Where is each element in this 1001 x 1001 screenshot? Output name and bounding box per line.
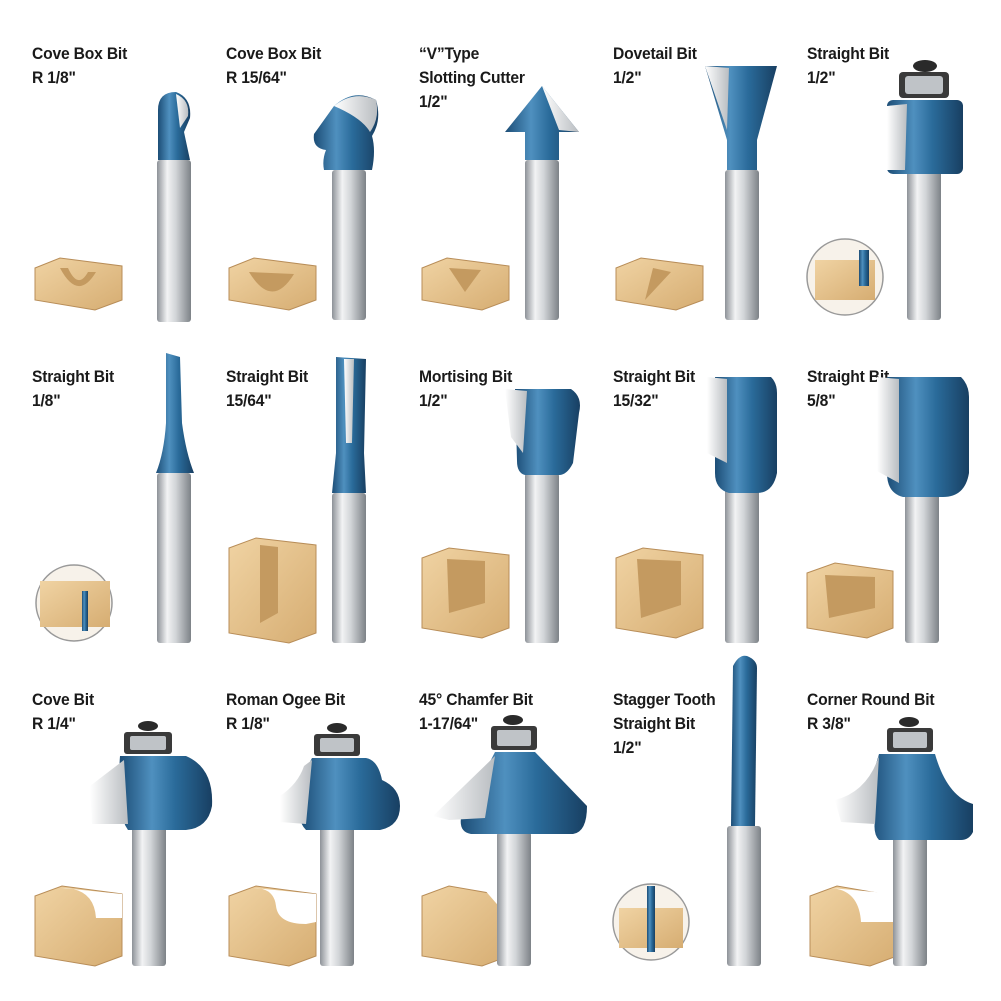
product-title: Cove Box Bit	[226, 44, 322, 63]
product-title: Corner Round Bit	[807, 690, 935, 709]
product-title: Dovetail Bit	[613, 44, 697, 63]
product-title: Mortising Bit	[419, 367, 513, 386]
product-title: Straight Bit	[807, 44, 890, 63]
router-bit-image	[228, 723, 400, 967]
router-bit-image	[421, 715, 587, 967]
router-bit-image	[421, 389, 580, 643]
wood-sample-icon	[228, 537, 317, 644]
router-bit-image	[806, 60, 963, 320]
product-title: 45° Chamfer Bit	[419, 690, 533, 709]
router-bit-image	[34, 721, 213, 967]
product-label: Straight Bit 1/2"	[807, 42, 889, 90]
product-title: Straight Bit	[226, 367, 309, 386]
product-roman-ogee-bit: Roman Ogee Bit R 1/8"	[194, 656, 400, 978]
router-bit-image	[615, 66, 777, 320]
product-45-chamfer-bit: 45° Chamfer Bit 1-17/64"	[387, 656, 587, 978]
product-label: 45° Chamfer Bit 1-17/64"	[419, 688, 533, 736]
product-label: Dovetail Bit 1/2"	[613, 42, 697, 90]
product-size: 1/2"	[419, 92, 448, 111]
router-bit-image	[228, 357, 366, 644]
product-title: Cove Bit	[32, 690, 94, 709]
router-bit-image	[615, 377, 777, 643]
product-v-type-slotting-cutter: “V”Type Slotting Cutter 1/2"	[387, 10, 580, 332]
product-title-line2: Slotting Cutter	[419, 68, 525, 87]
product-size: 1/2"	[807, 68, 836, 87]
wood-sample-icon	[421, 885, 510, 967]
product-label: Cove Bit R 1/4"	[32, 688, 94, 736]
product-size: 1-17/64"	[419, 714, 478, 733]
router-bit-image	[809, 717, 973, 967]
product-label: Stagger Tooth Straight Bit 1/2"	[613, 688, 716, 760]
product-title: Cove Box Bit	[32, 44, 128, 63]
product-label: Straight Bit 5/8"	[807, 365, 889, 413]
product-cove-box-bit-r1564: Cove Box Bit R 15/64"	[194, 10, 387, 332]
product-straight-bit-1532: Straight Bit 15/32"	[581, 333, 777, 655]
product-size: R 1/4"	[32, 714, 76, 733]
product-size: 5/8"	[807, 391, 836, 410]
wood-sample-icon	[228, 885, 317, 967]
product-stagger-tooth-straight-bit: Stagger Tooth Straight Bit 1/2"	[581, 655, 774, 978]
product-size: R 1/8"	[226, 714, 270, 733]
wood-sample-icon	[34, 885, 123, 967]
product-title: Roman Ogee Bit	[226, 690, 346, 709]
product-label: Straight Bit 15/64"	[226, 365, 308, 413]
product-cove-box-bit-r18: Cove Box Bit R 1/8"	[0, 10, 193, 332]
product-straight-bit-18: Straight Bit 1/8"	[0, 333, 194, 655]
router-bit-image	[612, 655, 761, 966]
router-bit-image	[421, 86, 579, 320]
wood-sample-icon	[228, 257, 317, 311]
product-size: R 1/8"	[32, 68, 76, 87]
product-label: “V”Type Slotting Cutter 1/2"	[419, 42, 525, 114]
product-size: 1/8"	[32, 391, 61, 410]
wood-sample-icon	[421, 257, 510, 311]
wood-sample-icon	[615, 547, 704, 639]
wood-sample-icon	[34, 257, 123, 311]
bit-detail-inset-icon	[806, 238, 884, 316]
product-straight-bit-1564: Straight Bit 15/64"	[194, 333, 387, 655]
product-title: Stagger Tooth	[613, 690, 716, 709]
product-label: Straight Bit 15/32"	[613, 365, 695, 413]
product-corner-round-bit: Corner Round Bit R 3/8"	[775, 656, 973, 978]
product-label: Roman Ogee Bit R 1/8"	[226, 688, 345, 736]
product-mortising-bit: Mortising Bit 1/2"	[387, 333, 580, 655]
product-label: Straight Bit 1/8"	[32, 365, 114, 413]
product-straight-bit-12-bearing: Straight Bit 1/2"	[775, 10, 968, 332]
router-bit-image	[35, 353, 194, 643]
router-bit-image	[806, 377, 969, 643]
bit-detail-inset-icon	[612, 883, 690, 961]
product-size: R 15/64"	[226, 68, 287, 87]
product-cove-bit: Cove Bit R 1/4"	[0, 656, 213, 978]
bit-detail-inset-icon	[35, 564, 113, 642]
product-size: 1/2"	[419, 391, 448, 410]
product-title: Straight Bit	[613, 367, 696, 386]
product-label: Mortising Bit 1/2"	[419, 365, 512, 413]
product-label: Cove Box Bit R 1/8"	[32, 42, 127, 90]
product-title: “V”Type	[419, 44, 480, 63]
product-size: 15/64"	[226, 391, 272, 410]
wood-sample-icon	[421, 547, 510, 639]
product-title: Straight Bit	[807, 367, 890, 386]
wood-sample-icon	[809, 885, 898, 967]
router-bit-image	[34, 92, 191, 322]
router-bit-image	[228, 95, 379, 320]
product-dovetail-bit: Dovetail Bit 1/2"	[581, 10, 777, 332]
product-size: 1/2"	[613, 738, 642, 757]
wood-sample-icon	[615, 257, 704, 311]
product-straight-bit-58: Straight Bit 5/8"	[775, 333, 969, 655]
wood-sample-icon	[806, 562, 894, 639]
product-title-line2: Straight Bit	[613, 714, 696, 733]
product-label: Cove Box Bit R 15/64"	[226, 42, 321, 90]
product-size: 1/2"	[613, 68, 642, 87]
product-size: R 3/8"	[807, 714, 851, 733]
product-title: Straight Bit	[32, 367, 115, 386]
product-label: Corner Round Bit R 3/8"	[807, 688, 935, 736]
product-size: 15/32"	[613, 391, 659, 410]
